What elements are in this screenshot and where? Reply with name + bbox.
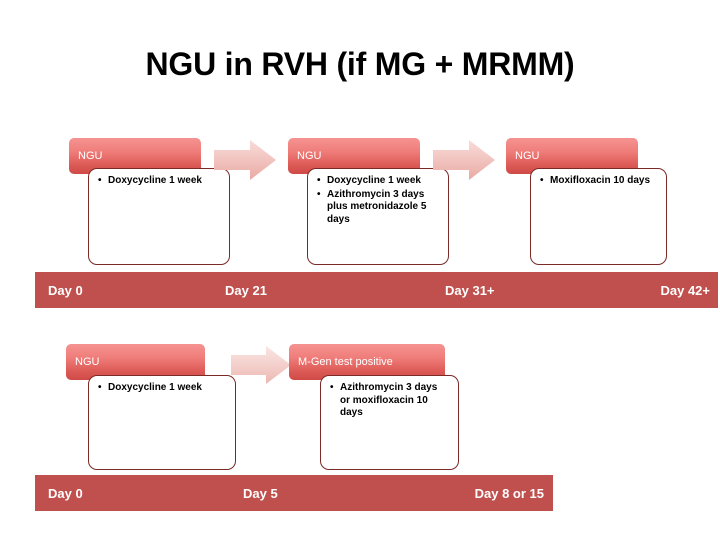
stage-body-card: Doxycycline 1 week [88, 168, 230, 265]
treatment-list: Azithromycin 3 days or moxifloxacin 10 d… [329, 382, 450, 420]
stage-header-label: NGU [78, 149, 103, 162]
timeline-label: Day 21 [225, 282, 267, 298]
stage-body-card: Doxycycline 1 week Azithromycin 3 days p… [307, 168, 449, 265]
stage-header-chip[interactable]: NGU [66, 344, 205, 380]
timeline-label: Day 5 [243, 485, 278, 501]
stage-header-chip[interactable]: M-Gen test positive [289, 344, 445, 380]
treatment-list: Doxycycline 1 week Azithromycin 3 days p… [316, 175, 440, 226]
list-item: Doxycycline 1 week [97, 382, 227, 395]
treatment-list: Doxycycline 1 week [97, 175, 221, 188]
arrow-right-icon [231, 346, 291, 384]
list-item: Azithromycin 3 days or moxifloxacin 10 d… [329, 382, 450, 420]
timeline-label: Day 8 or 15 [474, 485, 544, 501]
timeline-label: Day 31+ [445, 282, 495, 298]
arrow-right-icon [433, 140, 495, 180]
list-item: Doxycycline 1 week [97, 175, 221, 188]
stage-header-label: M-Gen test positive [298, 355, 393, 368]
stage-body-card: Moxifloxacin 10 days [530, 168, 667, 265]
treatment-list: Doxycycline 1 week [97, 382, 227, 395]
stage-body-card: Azithromycin 3 days or moxifloxacin 10 d… [320, 375, 459, 470]
treatment-list: Moxifloxacin 10 days [539, 175, 658, 188]
page-title: NGU in RVH (if MG + MRMM) [145, 46, 575, 82]
arrow-right-icon [214, 140, 276, 180]
list-item: Azithromycin 3 days plus metronidazole 5… [316, 189, 440, 227]
stage-header-label: NGU [297, 149, 322, 162]
stage-body-card: Doxycycline 1 week [88, 375, 236, 470]
timeline-bar-top: Day 0 Day 21 Day 31+ Day 42+ [35, 272, 718, 308]
timeline-label: Day 0 [48, 485, 83, 501]
stage-header-label: NGU [515, 149, 540, 162]
stage-header-label: NGU [75, 355, 100, 368]
timeline-label: Day 0 [48, 282, 83, 298]
timeline-bar-bottom: Day 0 Day 5 Day 8 or 15 [35, 475, 553, 511]
list-item: Doxycycline 1 week [316, 175, 440, 188]
timeline-label: Day 42+ [660, 282, 710, 298]
list-item: Moxifloxacin 10 days [539, 175, 658, 188]
